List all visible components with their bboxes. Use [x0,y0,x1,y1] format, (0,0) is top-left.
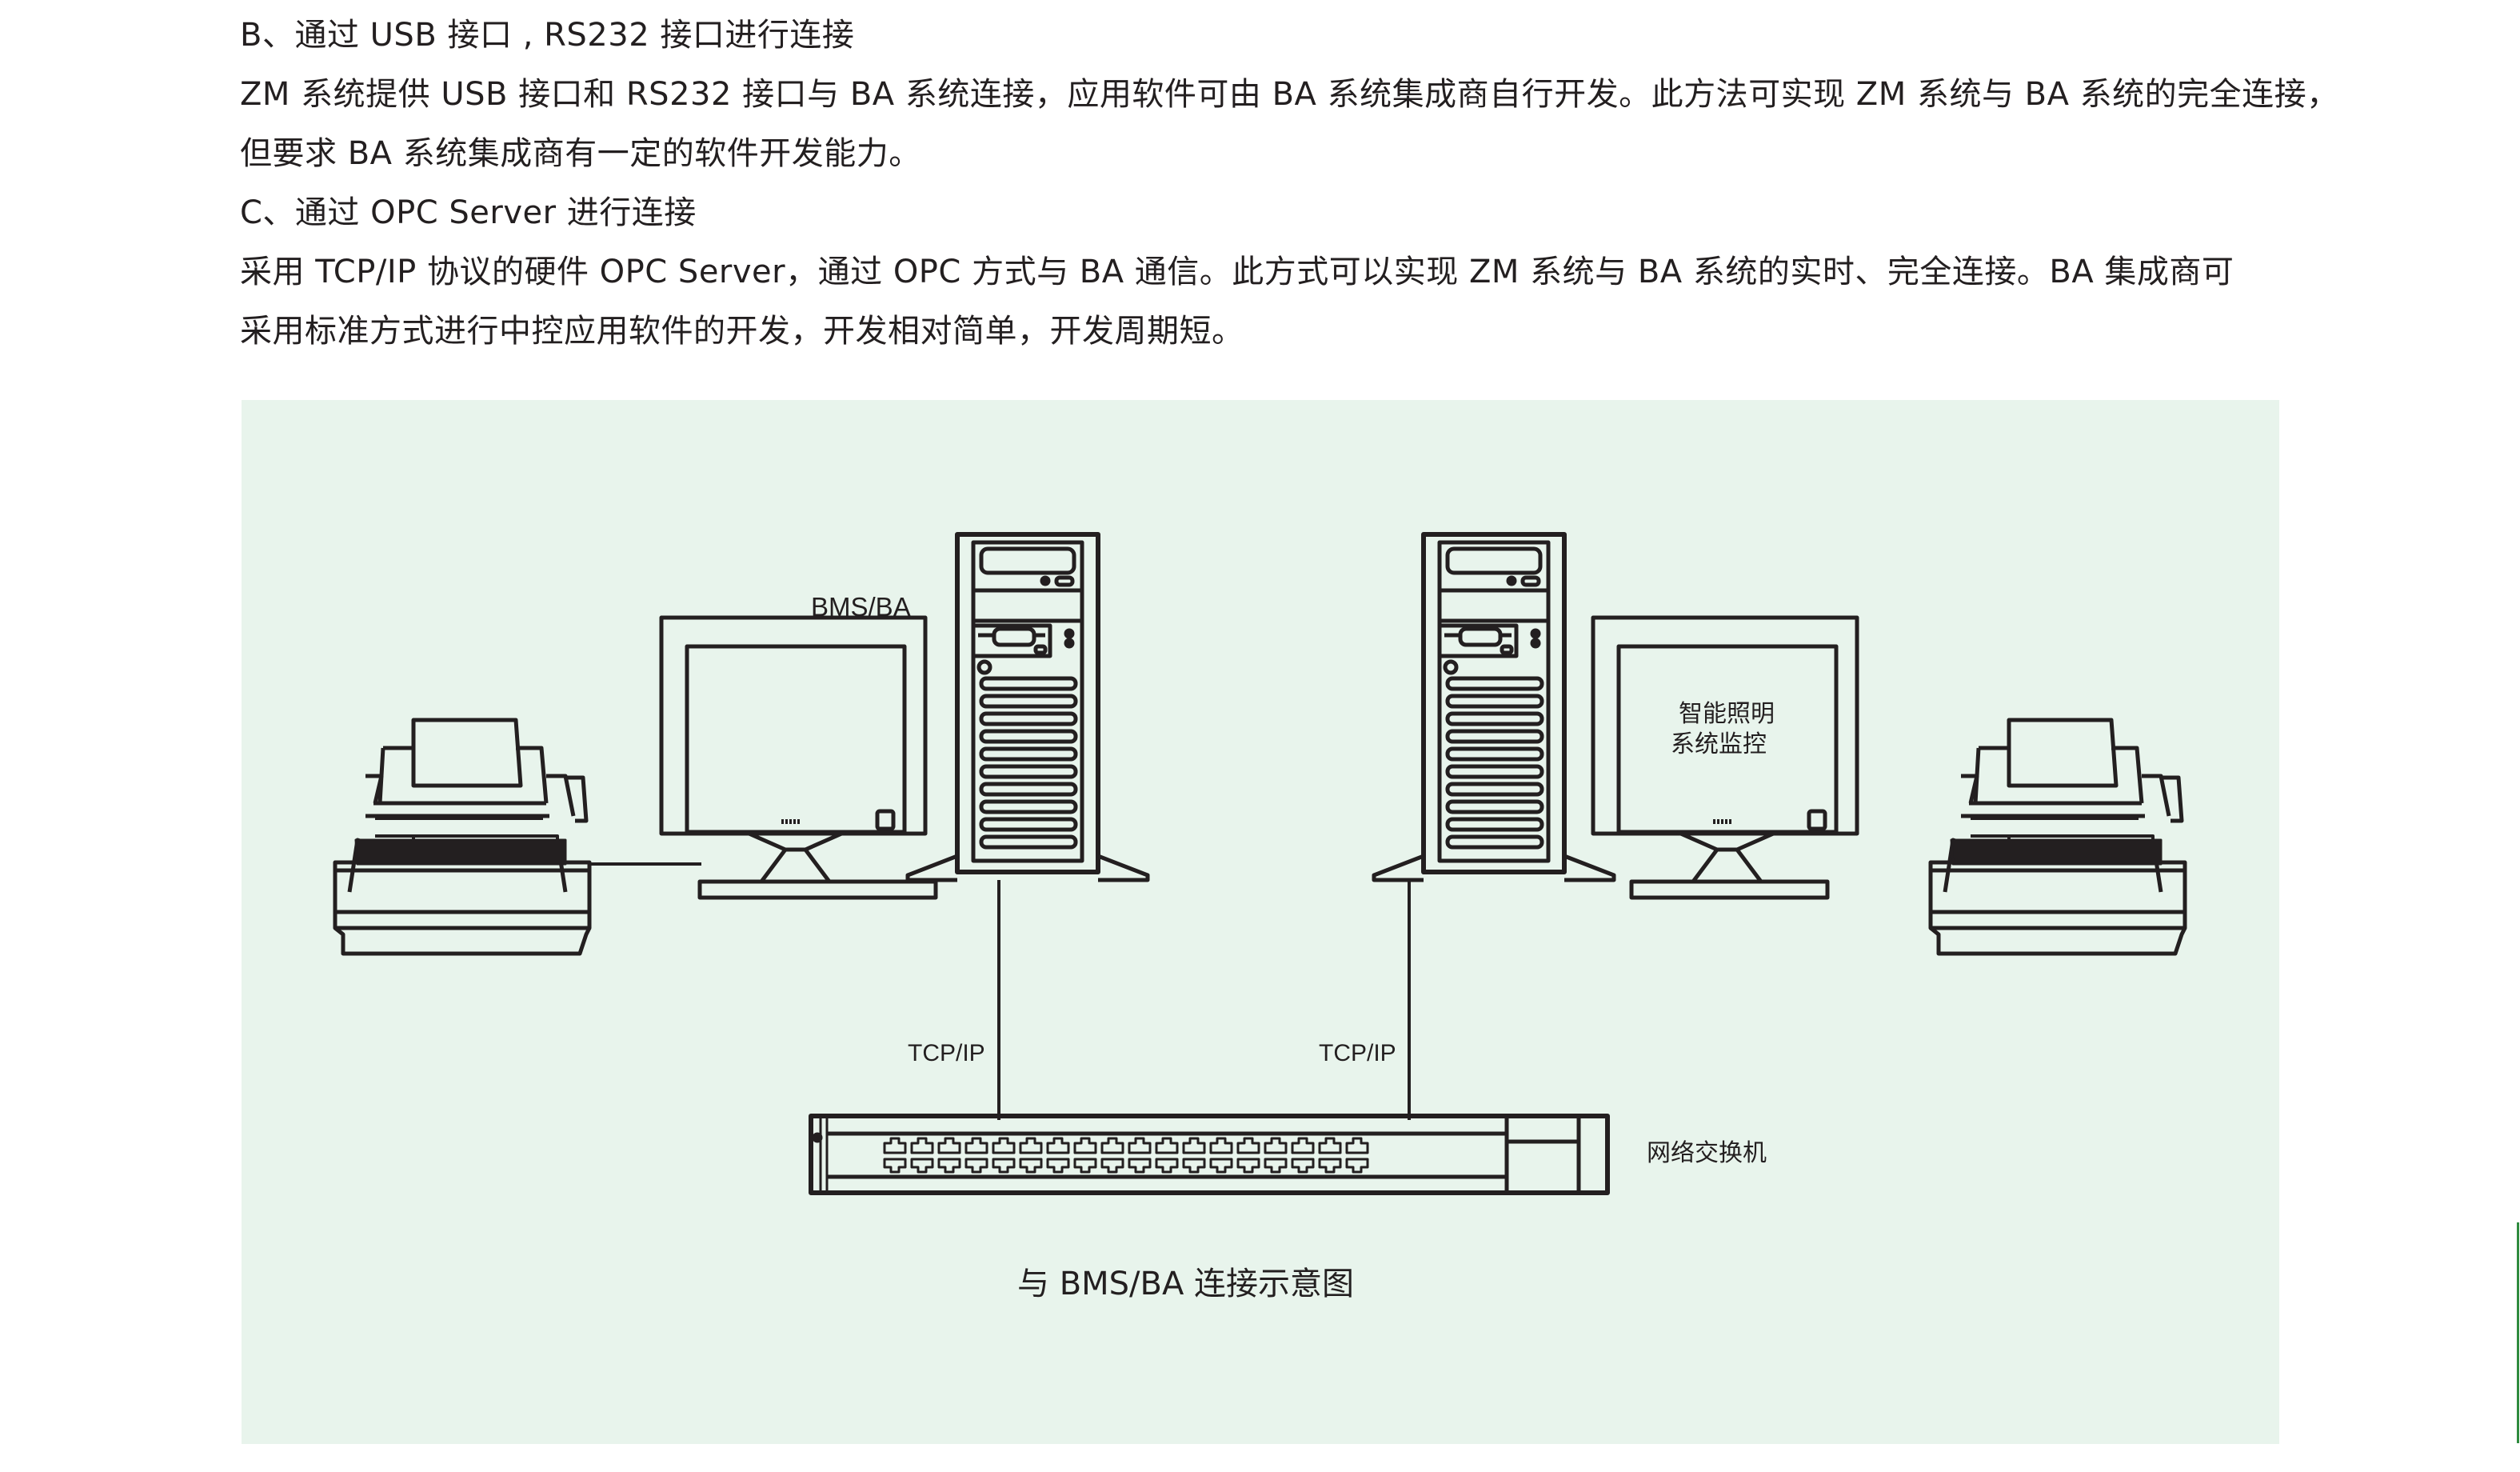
switch-port-top [992,1137,1016,1154]
section-heading-b: B、通过 USB 接口 , RS232 接口进行连接 [240,17,855,54]
switch-port-bottom [1100,1158,1124,1174]
switch-port-bottom [1264,1158,1288,1174]
section-heading-c: C、通过 OPC Server 进行连接 [240,194,697,231]
switch-port-bottom [1128,1158,1152,1174]
printer-icon [333,718,592,956]
network-switch-icon [809,1114,1610,1195]
paragraph-b-line-1: ZM 系统提供 USB 接口和 RS232 接口与 BA 系统连接，应用软件可由… [240,76,2339,113]
switch-port-top [1100,1137,1124,1154]
switch-port-top [1264,1137,1288,1154]
switch-port-bottom [937,1158,961,1174]
switch-port-top [1182,1137,1206,1154]
switch-port-bottom [1073,1158,1097,1174]
switch-port-bottom [992,1158,1016,1174]
switch-port-bottom [964,1158,988,1174]
switch-port-bottom [1182,1158,1206,1174]
switch-port-bottom [910,1158,934,1174]
switch-port-top [1019,1137,1043,1154]
switch-port-bottom [1209,1158,1233,1174]
switch-port-top [1155,1137,1179,1154]
paragraph-c-line-2: 采用标准方式进行中控应用软件的开发，开发相对简单，开发周期短。 [240,313,1244,350]
switch-port-bottom [883,1158,907,1174]
switch-port-top [1128,1137,1152,1154]
server-tower-icon [905,532,1150,882]
switch-port-top [1073,1137,1097,1154]
right-monitor-label-line2: 系统监控 [1671,731,1767,758]
switch-port-bottom [1019,1158,1043,1174]
left-tcpip-label: TCP/IP [908,1040,985,1066]
page-edge-accent [2517,1222,2519,1443]
switch-label: 网络交换机 [1647,1139,1767,1167]
right-monitor-label-line1: 智能照明 [1679,701,1775,727]
server-tower-icon [1372,532,1616,882]
switch-port-top [883,1137,907,1154]
switch-port-bottom [1155,1158,1179,1174]
connection-diagram: BMS/BA 智能照明 系统监控 TCP/IP TCP/IP 网络交换机 与 B… [242,400,2279,1444]
figure-caption: 与 BMS/BA 连接示意图 [1017,1266,1355,1302]
switch-port-bottom [1345,1158,1369,1174]
printer-icon [1928,718,2187,956]
paragraph-b-line-2: 但要求 BA 系统集成商有一定的软件开发能力。 [240,135,921,172]
switch-port-top [1318,1137,1342,1154]
switch-port-bottom [1236,1158,1260,1174]
switch-port-top [1345,1137,1369,1154]
paragraph-c-line-1: 采用 TCP/IP 协议的硬件 OPC Server，通过 OPC 方式与 BA… [240,254,2234,290]
left-monitor-label: BMS/BA [811,592,911,622]
switch-port-group [883,1137,1369,1174]
right-tcpip-label: TCP/IP [1319,1040,1396,1066]
switch-port-top [964,1137,988,1154]
switch-port-top [1236,1137,1260,1154]
switch-port-top [1046,1137,1070,1154]
switch-port-top [937,1137,961,1154]
switch-port-top [1209,1137,1233,1154]
switch-port-top [1291,1137,1315,1154]
switch-port-bottom [1318,1158,1342,1174]
monitor-icon [659,615,938,900]
switch-port-bottom [1046,1158,1070,1174]
switch-port-bottom [1291,1158,1315,1174]
monitor-icon [1591,615,1859,900]
switch-port-top [910,1137,934,1154]
